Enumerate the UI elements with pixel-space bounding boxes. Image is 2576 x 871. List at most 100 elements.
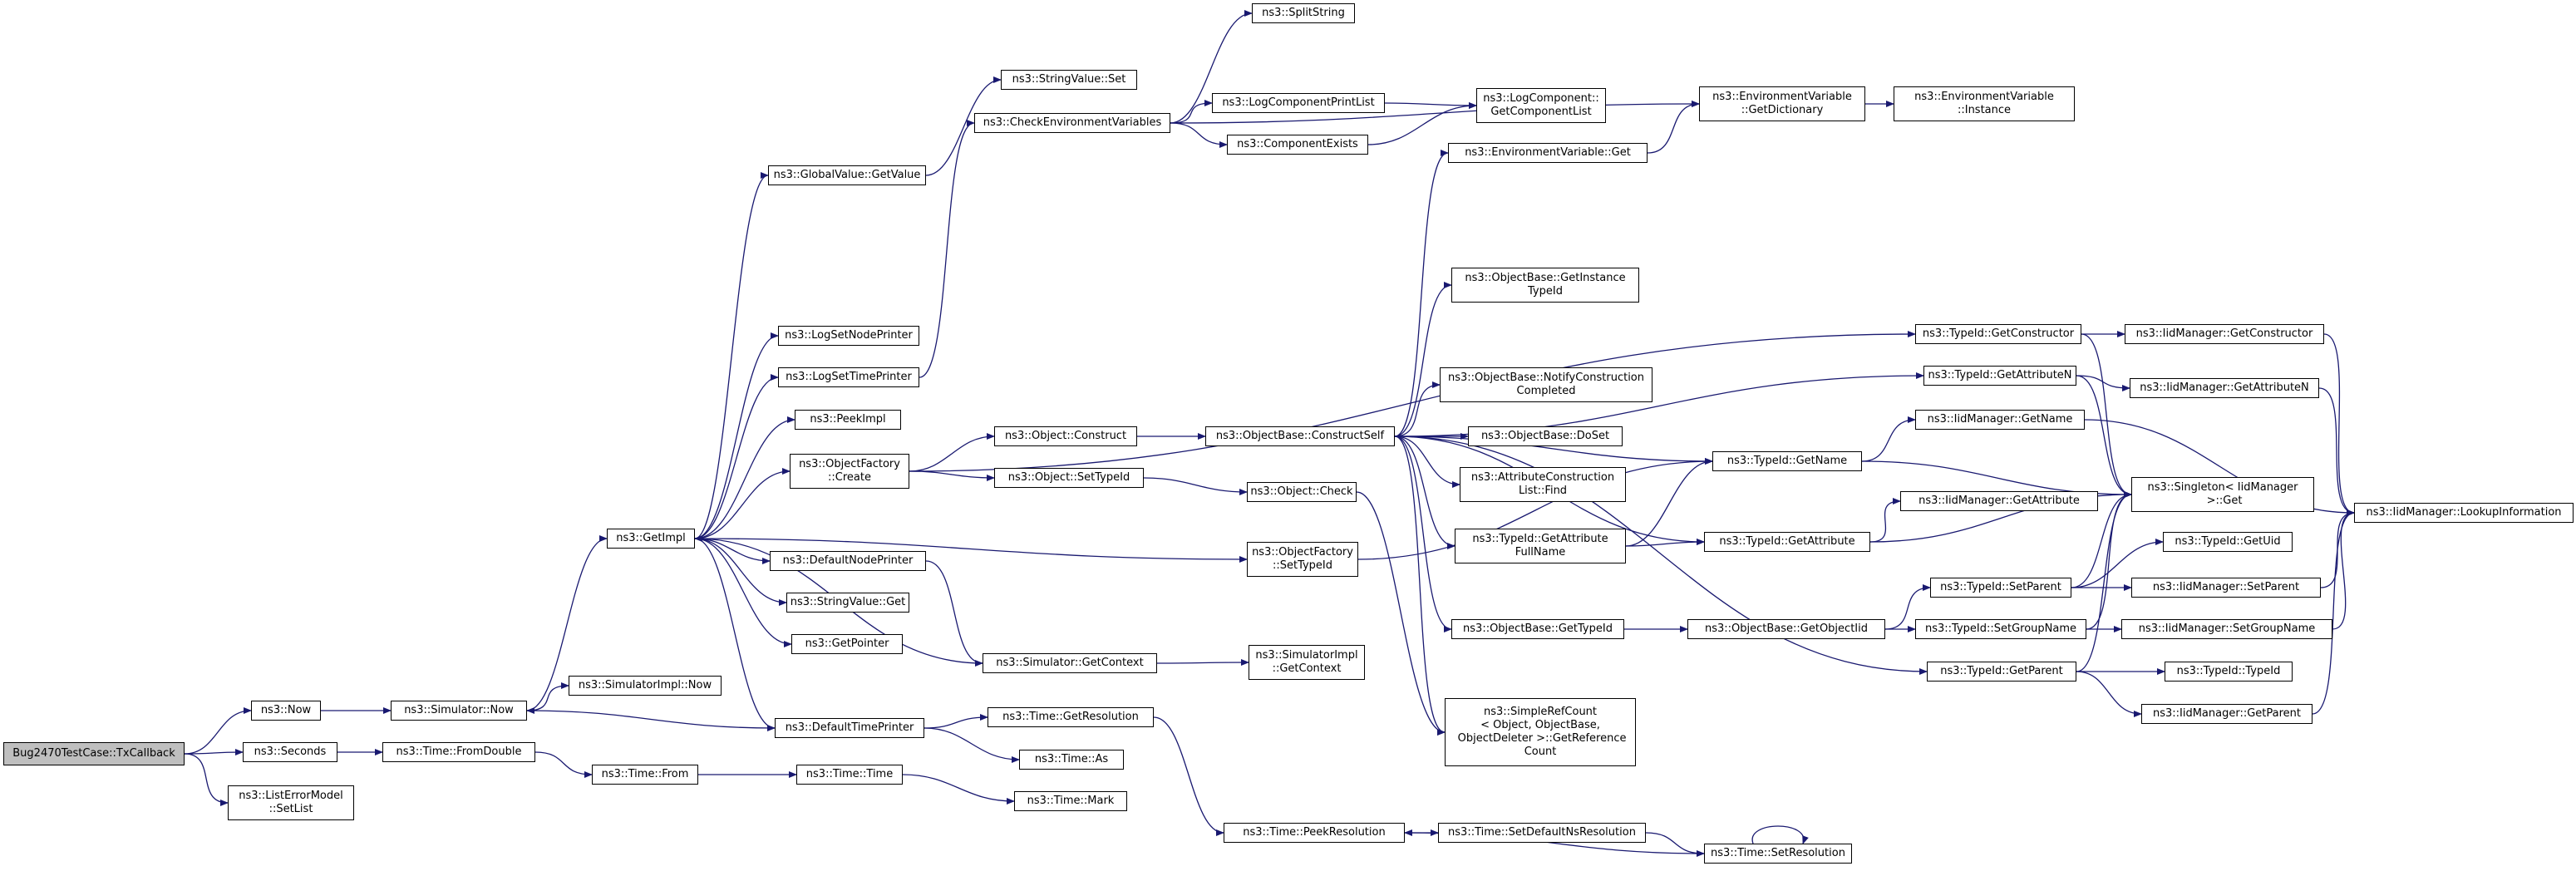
- function-node-tidgetname[interactable]: ns3::TypeId::GetName: [1712, 451, 1862, 471]
- function-node-setres[interactable]: ns3::Time::SetResolution: [1704, 844, 1852, 864]
- call-edge: [1143, 477, 1248, 495]
- function-node-iidgetname[interactable]: ns3::IidManager::GetName: [1915, 410, 2085, 430]
- function-node-objfcreate[interactable]: ns3::ObjectFactory ::Create: [790, 454, 909, 489]
- call-edge: [2081, 333, 2132, 498]
- function-node-iidsetparent[interactable]: ns3::IidManager::SetParent: [2131, 578, 2321, 598]
- function-node-iidgetparent[interactable]: ns3::IidManager::GetParent: [2141, 704, 2312, 724]
- function-node-now[interactable]: ns3::Now: [251, 701, 321, 721]
- function-node-iidgetattrn[interactable]: ns3::IidManager::GetAttributeN: [2130, 378, 2319, 398]
- function-node-simgetctx[interactable]: ns3::Simulator::GetContext: [983, 653, 1157, 673]
- function-node-objconstruct[interactable]: ns3::Object::Construct: [994, 426, 1137, 446]
- function-node-root[interactable]: Bug2470TestCase::TxCallback: [3, 742, 185, 765]
- call-edge: [1645, 832, 1705, 857]
- function-node-splitstr[interactable]: ns3::SplitString: [1252, 3, 1355, 23]
- call-edge: [919, 120, 975, 378]
- function-node-objbaseinst[interactable]: ns3::ObjectBase::GetInstance TypeId: [1451, 268, 1639, 303]
- call-edge: [909, 433, 995, 472]
- call-edge: [184, 753, 229, 806]
- call-edge: [526, 682, 569, 711]
- call-edge: [526, 707, 776, 729]
- call-edge: [1156, 659, 1249, 667]
- function-node-tidgetparent[interactable]: ns3::TypeId::GetParent: [1927, 662, 2076, 682]
- function-node-tidgetuid[interactable]: ns3::TypeId::GetUid: [2163, 532, 2293, 552]
- function-node-deftime[interactable]: ns3::DefaultTimePrinter: [775, 718, 924, 738]
- function-node-peekimpl[interactable]: ns3::PeekImpl: [795, 410, 901, 430]
- function-node-logtime[interactable]: ns3::LogSetTimePrinter: [778, 367, 919, 387]
- call-edge: [1356, 491, 1446, 736]
- function-node-timefrom[interactable]: ns3::Time::From: [592, 765, 698, 785]
- call-edge: [1170, 101, 1700, 124]
- call-edge: [694, 172, 769, 539]
- call-edge: [909, 470, 995, 481]
- function-node-tidgetattrn[interactable]: ns3::TypeId::GetAttributeN: [1923, 366, 2076, 386]
- function-node-getattrfull[interactable]: ns3::TypeId::GetAttribute FullName: [1455, 529, 1626, 563]
- function-node-simnow[interactable]: ns3::Simulator::Now: [391, 701, 527, 721]
- call-edge: [902, 774, 1015, 805]
- call-edge: [1394, 381, 1441, 437]
- function-node-simimplctx[interactable]: ns3::SimulatorImpl ::GetContext: [1249, 645, 1365, 680]
- function-node-peekres[interactable]: ns3::Time::PeekResolution: [1224, 823, 1405, 843]
- function-node-objbasegetoid[interactable]: ns3::ObjectBase::GetObjectIid: [1687, 619, 1885, 639]
- function-node-setdefns[interactable]: ns3::Time::SetDefaultNsResolution: [1438, 823, 1646, 843]
- function-node-objbasegettid[interactable]: ns3::ObjectBase::GetTypeId: [1451, 619, 1624, 639]
- call-edge: [1384, 101, 1477, 109]
- function-node-fromdouble[interactable]: ns3::Time::FromDouble: [382, 742, 535, 762]
- call-edge: [1394, 436, 1713, 465]
- function-node-getcomplist[interactable]: ns3::LogComponent:: GetComponentList: [1476, 88, 1606, 123]
- function-node-tidsetgroup[interactable]: ns3::TypeId::SetGroupName: [1915, 619, 2086, 639]
- function-node-globalget[interactable]: ns3::GlobalValue::GetValue: [768, 165, 926, 185]
- function-node-checkenv[interactable]: ns3::CheckEnvironmentVariables: [974, 113, 1170, 133]
- function-node-iidgetctor[interactable]: ns3::IidManager::GetConstructor: [2125, 324, 2324, 344]
- function-node-tidgetattr[interactable]: ns3::TypeId::GetAttribute: [1704, 532, 1870, 552]
- function-node-envdict[interactable]: ns3::EnvironmentVariable ::GetDictionary: [1699, 86, 1865, 121]
- call-edge: [1394, 282, 1452, 437]
- function-node-lognode[interactable]: ns3::LogSetNodePrinter: [778, 326, 919, 346]
- call-edge: [2076, 375, 2130, 391]
- function-node-timetime[interactable]: ns3::Time::Time: [796, 765, 903, 785]
- call-edge: [1884, 584, 1931, 630]
- function-node-logcompprint[interactable]: ns3::LogComponentPrintList: [1212, 93, 1385, 113]
- function-node-envinst[interactable]: ns3::EnvironmentVariable ::Instance: [1894, 86, 2075, 121]
- call-edge: [1170, 122, 1228, 148]
- call-edge: [2076, 491, 2132, 672]
- function-node-objcheck[interactable]: ns3::Object::Check: [1247, 482, 1357, 502]
- function-node-strget[interactable]: ns3::StringValue::Get: [786, 593, 909, 613]
- function-node-iidlookup[interactable]: ns3::IidManager::LookupInformation: [2354, 503, 2574, 523]
- function-node-singleton[interactable]: ns3::Singleton< IidManager >::Get: [2131, 477, 2314, 512]
- function-node-seconds[interactable]: ns3::Seconds: [243, 742, 337, 762]
- call-edge: [1394, 436, 1460, 488]
- call-edge: [2086, 491, 2132, 630]
- function-node-listerr[interactable]: ns3::ListErrorModel ::SetList: [228, 785, 354, 820]
- function-node-simimplnow[interactable]: ns3::SimulatorImpl::Now: [569, 676, 722, 696]
- function-node-objbasedoset[interactable]: ns3::ObjectBase::DoSet: [1468, 426, 1623, 446]
- function-node-strset[interactable]: ns3::StringValue::Set: [1001, 70, 1137, 90]
- call-edge: [2071, 539, 2164, 588]
- function-node-iidsetgroup[interactable]: ns3::IidManager::SetGroupName: [2121, 619, 2332, 639]
- call-edge: [694, 538, 787, 606]
- call-edge: [694, 538, 776, 731]
- function-node-tidsetparent[interactable]: ns3::TypeId::SetParent: [1930, 578, 2071, 598]
- function-node-notifyconstr[interactable]: ns3::ObjectBase::NotifyConstruction Comp…: [1440, 367, 1652, 402]
- function-node-tidgetctor[interactable]: ns3::TypeId::GetConstructor: [1915, 324, 2081, 344]
- call-edge: [2312, 509, 2355, 715]
- function-node-envget[interactable]: ns3::EnvironmentVariable::Get: [1448, 143, 1648, 163]
- function-node-timegetres[interactable]: ns3::Time::GetResolution: [988, 707, 1154, 727]
- call-edge: [2332, 509, 2355, 630]
- function-node-objbaseconstructself[interactable]: ns3::ObjectBase::ConstructSelf: [1205, 426, 1395, 446]
- function-node-timeas[interactable]: ns3::Time::As: [1019, 750, 1124, 770]
- function-node-iidgetattr[interactable]: ns3::IidManager::GetAttribute: [1900, 491, 2098, 511]
- function-node-compexists[interactable]: ns3::ComponentExists: [1227, 135, 1368, 155]
- function-node-simplerefcount[interactable]: ns3::SimpleRefCount < Object, ObjectBase…: [1445, 698, 1636, 766]
- function-node-timemark[interactable]: ns3::Time::Mark: [1014, 791, 1127, 811]
- function-node-getimpl[interactable]: ns3::GetImpl: [607, 529, 695, 549]
- function-node-objsettid[interactable]: ns3::Object::SetTypeId: [994, 468, 1144, 488]
- function-node-tidtid[interactable]: ns3::TypeId::TypeId: [2165, 662, 2293, 682]
- function-node-attrfind[interactable]: ns3::AttributeConstruction List::Find: [1460, 467, 1626, 502]
- call-edge: [2076, 671, 2142, 717]
- call-edge: [1394, 436, 1452, 632]
- call-edge: [1625, 539, 1705, 547]
- call-edge: [2071, 491, 2132, 588]
- function-node-defnode[interactable]: ns3::DefaultNodePrinter: [770, 551, 926, 571]
- function-node-objfsettid[interactable]: ns3::ObjectFactory ::SetTypeId: [1247, 542, 1358, 577]
- function-node-getptr[interactable]: ns3::GetPointer: [791, 634, 903, 654]
